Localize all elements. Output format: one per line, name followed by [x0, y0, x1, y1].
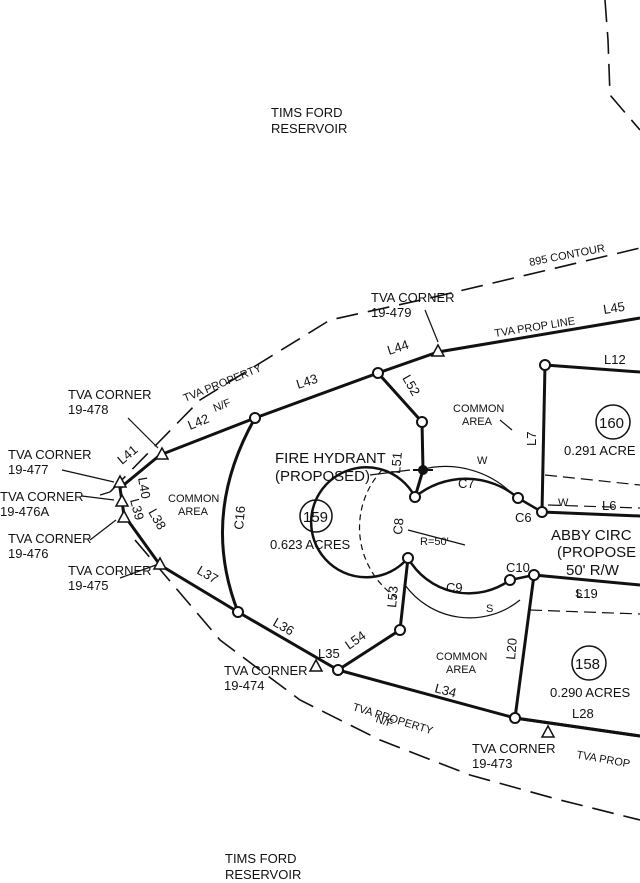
label-l51: L51	[388, 451, 405, 474]
label-l28: L28	[572, 706, 594, 721]
tva-property-bottom-line2: N/F	[374, 713, 395, 730]
road-name-line3: 50' R/W	[566, 562, 620, 579]
radius-label: R=50'	[420, 536, 449, 548]
corner-476-line2: 19-476	[8, 546, 48, 561]
corner-479-line2: 19-479	[371, 305, 411, 320]
corner-475-line2: 19-475	[68, 578, 108, 593]
road-name-line1: ABBY CIRC	[551, 527, 632, 544]
sewer-line-marker: S	[486, 603, 493, 615]
water-line-marker: W	[477, 455, 488, 467]
label-l42: L42	[186, 411, 212, 433]
label-l45: L45	[602, 299, 626, 317]
label-l44: L44	[385, 337, 410, 358]
reservoir-top-line1: TIMS FORD	[271, 105, 343, 120]
corner-474-line1: TVA CORNER	[224, 663, 308, 678]
reservoir-bottom-line1: TIMS FORD	[225, 851, 297, 866]
label-l34: L34	[433, 680, 458, 700]
label-l35: L35	[318, 646, 340, 661]
label-c8: C8	[390, 517, 406, 535]
label-l40: L40	[135, 476, 154, 500]
hydrant-label-line1: FIRE HYDRANT	[275, 450, 386, 467]
hydrant-label-line2: (PROPOSED)	[275, 468, 370, 485]
curve-labels: C6 C7 C8 C9 C10 C16	[231, 476, 532, 595]
tva-prop-line-bottom: TVA PROP	[575, 749, 630, 770]
tva-corner-triangles	[112, 343, 556, 738]
label-c16: C16	[231, 505, 248, 530]
corner-478-line2: 19-478	[68, 402, 108, 417]
leaders	[61, 309, 439, 579]
lot-160-acres: 0.291 ACRE	[564, 443, 636, 458]
corner-479-line1: TVA CORNER	[371, 290, 455, 305]
hydrant-symbol	[413, 465, 433, 475]
label-l36: L36	[271, 615, 297, 639]
utility-lines	[358, 419, 640, 619]
corner-473-line1: TVA CORNER	[472, 741, 556, 756]
lot-158-number: 158	[575, 656, 600, 673]
corner-476a-line1: TVA CORNER	[0, 489, 84, 504]
label-l41: L41	[114, 442, 140, 467]
corner-478-line1: TVA CORNER	[68, 387, 152, 402]
sewer-line-marker-east: S	[575, 588, 582, 600]
label-l54: L54	[342, 628, 368, 653]
reservoir-bottom-line2: RESERVOIR	[225, 867, 301, 882]
lot-159-circle	[299, 499, 333, 533]
road-name-line2: (PROPOSE	[557, 544, 636, 561]
common-area-north-line1: COMMON	[453, 403, 504, 415]
label-l53: L53	[384, 585, 401, 608]
label-c6: C6	[515, 510, 532, 525]
corner-477-line1: TVA CORNER	[8, 447, 92, 462]
corner-477-line2: 19-477	[8, 462, 48, 477]
water-line-marker-east: W	[558, 497, 569, 509]
reservoir-top-line2: RESERVOIR	[271, 121, 347, 136]
label-c7: C7	[458, 476, 475, 491]
label-l39: L39	[127, 497, 147, 522]
lot-158-acres: 0.290 ACRES	[550, 685, 631, 700]
common-area-south-line1: COMMON	[436, 651, 487, 663]
lot-160-circle	[595, 404, 631, 440]
corner-475-line1: TVA CORNER	[68, 563, 152, 578]
label-l37: L37	[195, 563, 221, 587]
contour-lines	[109, 0, 640, 821]
corner-476-line1: TVA CORNER	[8, 531, 92, 546]
common-area-west-line2: AREA	[178, 506, 209, 518]
label-l6: L6	[602, 498, 616, 513]
label-c9: C9	[446, 580, 463, 595]
label-l12: L12	[604, 352, 626, 367]
label-c10: C10	[506, 560, 530, 575]
lot-159-acres: 0.623 ACRES	[270, 537, 351, 552]
label-l7: L7	[524, 432, 539, 446]
lot-160-number: 160	[599, 415, 624, 432]
corner-476a-line2: 19-476A	[0, 504, 49, 519]
label-l20: L20	[503, 637, 520, 660]
common-area-south-line2: AREA	[446, 664, 477, 676]
lot-158-circle	[571, 645, 607, 681]
label-l38: L38	[145, 506, 169, 532]
corner-474-line2: 19-474	[224, 678, 264, 693]
label-l52: L52	[399, 372, 423, 398]
lot-159-number: 159	[303, 509, 328, 526]
label-l19: L19	[576, 586, 598, 601]
common-area-north-line2: AREA	[462, 416, 493, 428]
label-l43: L43	[294, 371, 319, 392]
corner-473-line2: 19-473	[472, 756, 512, 771]
common-area-west-line1: COMMON	[168, 493, 219, 505]
iron-pins	[232, 359, 551, 724]
tva-property-top-line2: N/F	[212, 397, 233, 415]
